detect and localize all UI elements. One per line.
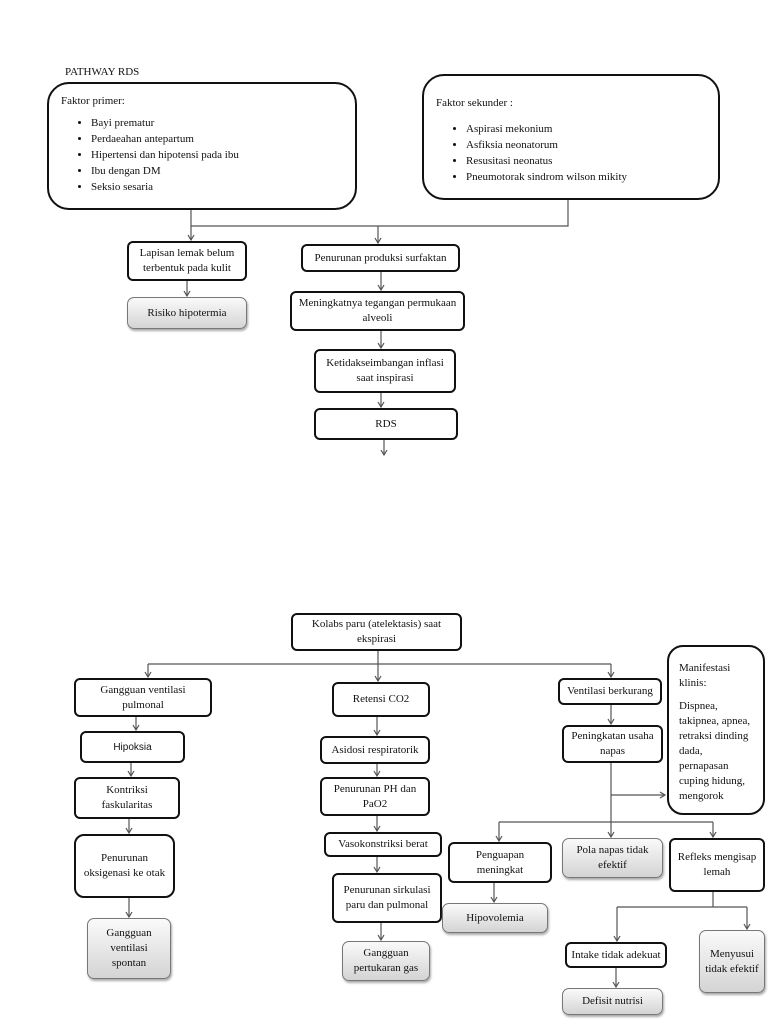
node-oksigenasi: Penurunan oksigenasi ke otak [74, 834, 175, 898]
arrowhead-icon [377, 401, 385, 409]
node-kontriksi: Kontriksi faskularitas [74, 777, 180, 819]
arrowhead-icon [144, 671, 152, 679]
arrowhead-icon [183, 290, 191, 298]
node-intake: Intake tidak adekuat [565, 942, 667, 968]
node-ventilasi-spontan: Gangguan ventilasi spontan [87, 918, 171, 979]
secondary-list: Aspirasi mekoniumAsfiksia neonatorumResu… [436, 121, 706, 185]
manifestasi-heading: Manifestasi klinis: [679, 662, 731, 689]
factor-item: Aspirasi mekonium [466, 121, 706, 137]
node-lapisan: Lapisan lemak belum terbentuk pada kulit [127, 241, 247, 281]
arrowhead-icon [607, 671, 615, 679]
arrowhead-icon [373, 825, 381, 833]
factor-item: Seksio sesaria [91, 179, 343, 195]
factor-item: Pneumotorak sindrom wilson mikity [466, 169, 706, 185]
primary-list: Bayi prematurPerdaeahan antepartumHipert… [61, 115, 343, 195]
node-surfaktan: Penurunan produksi surfaktan [301, 244, 460, 272]
arrowhead-icon [125, 911, 133, 919]
node-rds: RDS [314, 408, 458, 440]
node-manifestasi: Manifestasi klinis: Dispnea, takipnea, a… [667, 645, 765, 815]
node-retensi: Retensi CO2 [332, 682, 430, 717]
factor-item: Hipertensi dan hipotensi pada ibu [91, 147, 343, 163]
arrowhead-icon [127, 770, 135, 778]
node-risiko: Risiko hipotermia [127, 297, 247, 329]
arrowhead-icon [374, 237, 382, 245]
node-asidosi: Asidosi respiratorik [320, 736, 430, 764]
node-usaha-napas: Peningkatan usaha napas [562, 725, 663, 763]
factor-item: Bayi prematur [91, 115, 343, 131]
node-inflasi: Ketidakseimbangan inflasi saat inspirasi [314, 349, 456, 393]
node-sirkulasi: Penurunan sirkulasi paru dan pulmonal [332, 873, 442, 923]
connector-line [190, 200, 569, 227]
node-refleks: Refleks mengisap lemah [669, 838, 765, 892]
secondary-factors-box: Faktor sekunder : Aspirasi mekoniumAsfik… [422, 74, 720, 200]
arrowhead-icon [373, 729, 381, 737]
factor-item: Resusitasi neonatus [466, 153, 706, 169]
secondary-heading: Faktor sekunder : [436, 97, 513, 109]
arrowhead-icon [743, 923, 751, 931]
arrowhead-icon [709, 831, 717, 839]
arrowhead-icon [187, 234, 195, 242]
arrowhead-icon [495, 835, 503, 843]
arrowhead-icon [377, 342, 385, 350]
node-vasokonstriksi: Vasokonstriksi berat [324, 832, 442, 857]
node-gangguan-ventilasi: Gangguan ventilasi pulmonal [74, 678, 212, 717]
arrowhead-icon [607, 831, 615, 839]
node-ph: Penurunan PH dan PaO2 [320, 777, 430, 816]
arrowhead-icon [373, 866, 381, 874]
node-defisit: Defisit nutrisi [562, 988, 663, 1015]
factor-item: Asfiksia neonatorum [466, 137, 706, 153]
manifestasi-body: Dispnea, takipnea, apnea, retraksi dindi… [679, 700, 751, 802]
arrowhead-icon [490, 896, 498, 904]
arrowhead-icon [377, 934, 385, 942]
node-kolabs: Kolabs paru (atelektasis) saat ekspirasi [291, 613, 462, 651]
arrowhead-icon [607, 718, 615, 726]
arrowhead-icon [612, 981, 620, 989]
node-menyusui: Menyusui tidak efektif [699, 930, 765, 993]
primary-factors-box: Faktor primer: Bayi prematurPerdaeahan a… [47, 82, 357, 210]
node-hipovolemia: Hipovolemia [442, 903, 548, 933]
arrowhead-icon [377, 284, 385, 292]
primary-heading: Faktor primer: [61, 95, 125, 107]
arrowhead-icon [659, 791, 667, 799]
arrowhead-icon [132, 724, 140, 732]
arrowhead-icon [613, 935, 621, 943]
factor-item: Perdaeahan antepartum [91, 131, 343, 147]
arrowhead-icon [380, 449, 388, 457]
arrowhead-icon [374, 675, 382, 683]
factor-item: Ibu dengan DM [91, 163, 343, 179]
node-pola-napas: Pola napas tidak efektif [562, 838, 663, 878]
arrowhead-icon [125, 827, 133, 835]
node-pertukaran-gas: Gangguan pertukaran gas [342, 941, 430, 981]
node-tegangan: Meningkatnya tegangan permukaan alveoli [290, 291, 465, 331]
diagram-title: PATHWAY RDS [65, 66, 140, 78]
node-hipoksia: Hipoksia [80, 731, 185, 763]
arrowhead-icon [373, 770, 381, 778]
node-penguapan: Penguapan meningkat [448, 842, 552, 883]
node-ventilasi-berkurang: Ventilasi berkurang [558, 678, 662, 705]
